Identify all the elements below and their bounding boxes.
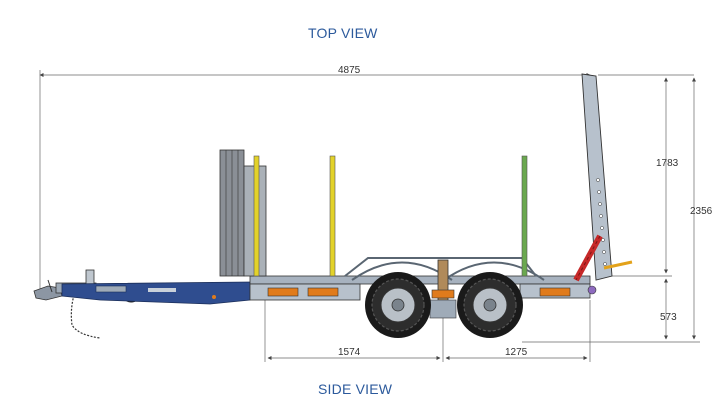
dimension-deck-height-label: 573: [660, 312, 677, 323]
deck-frame: [249, 275, 591, 301]
safety-chain: [70, 294, 101, 339]
dimension-overall-length-label: 4875: [338, 65, 361, 76]
dimension-overall-length: [39, 70, 591, 290]
dimension-axle-to-rear-label: 1275: [505, 347, 528, 358]
wheel-front: [365, 272, 431, 338]
dimension-ramp-height: [598, 74, 672, 277]
dimension-ramp-height-label: 1783: [656, 158, 679, 169]
stake-green-rear: [521, 155, 528, 277]
side-view-title: SIDE VIEW: [318, 381, 393, 397]
rear-ramp: [573, 73, 633, 295]
suspension-bracket: [429, 259, 457, 319]
front-chassis: [61, 281, 251, 305]
wheel-rear: [457, 272, 523, 338]
dimension-overall-height: [522, 74, 700, 343]
stake-yellow-middle: [329, 155, 336, 277]
stake-yellow-front: [253, 155, 260, 277]
dimension-front-to-axle-label: 1574: [338, 347, 361, 358]
dimension-overall-height-label: 2356: [690, 206, 713, 217]
top-view-title: TOP VIEW: [308, 25, 378, 41]
